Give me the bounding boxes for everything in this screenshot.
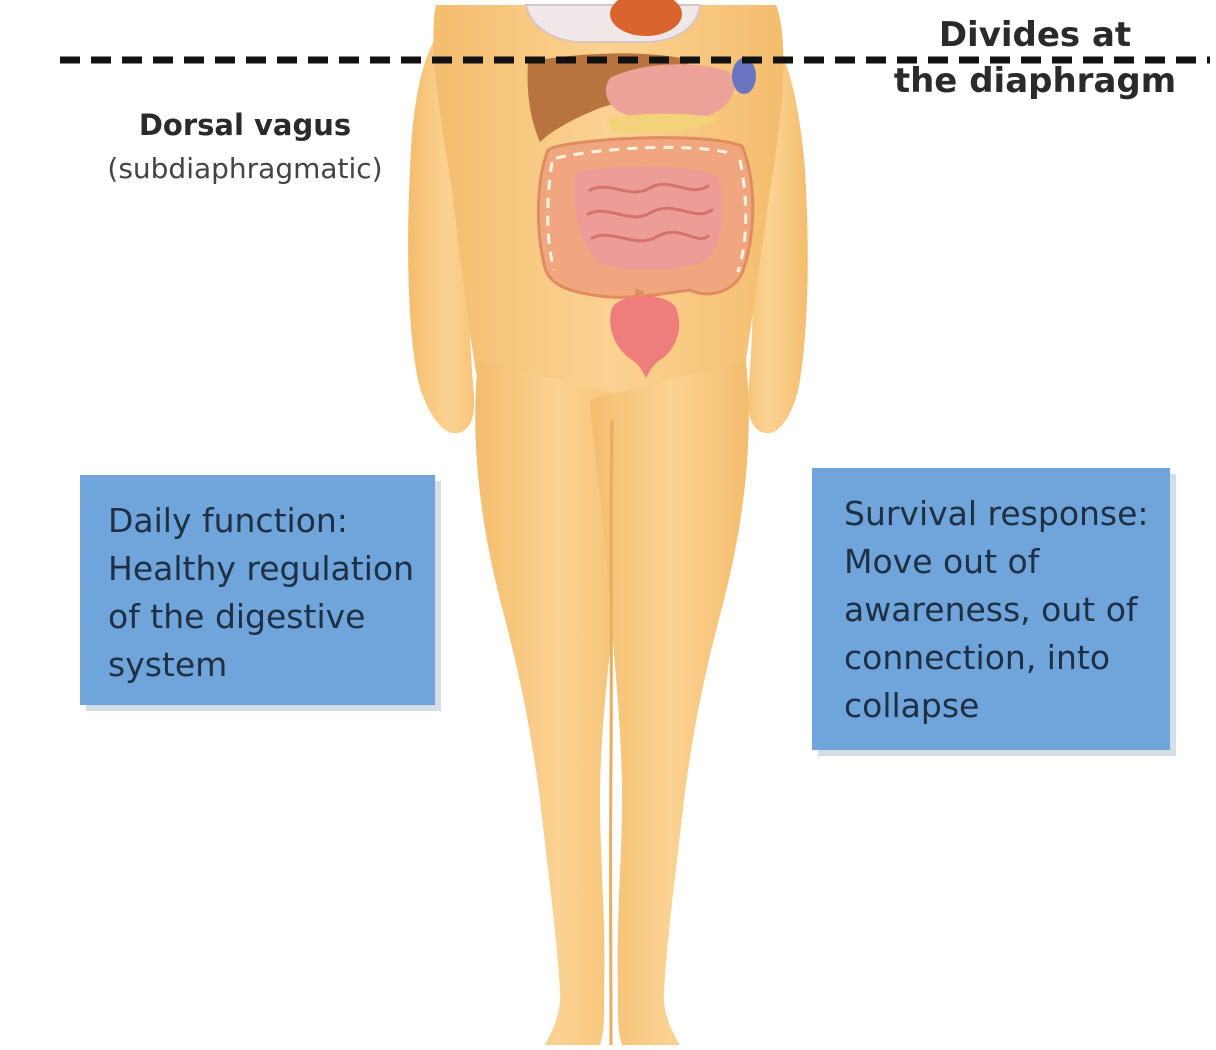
survival-response-line: Survival response: bbox=[844, 490, 1170, 538]
survival-response-box: Survival response: Move out of awareness… bbox=[812, 468, 1170, 750]
dorsal-vagus-title: Dorsal vagus bbox=[70, 108, 420, 143]
small-intestine bbox=[574, 166, 723, 269]
survival-response-line: Move out of bbox=[844, 538, 1170, 586]
diaphragm-label-line-1: Divides at bbox=[880, 12, 1190, 58]
daily-function-line: system bbox=[108, 641, 435, 689]
leg-gap bbox=[611, 420, 612, 1045]
daily-function-box: Daily function: Healthy regulation of th… bbox=[80, 475, 435, 705]
survival-response-line: collapse bbox=[844, 682, 1170, 730]
diaphragm-label-line-2: the diaphragm bbox=[880, 58, 1190, 104]
daily-function-line: Healthy regulation bbox=[108, 545, 435, 593]
survival-response-line: awareness, out of bbox=[844, 586, 1170, 634]
diaphragm-label: Divides at the diaphragm bbox=[880, 12, 1190, 104]
daily-function-line: of the digestive bbox=[108, 593, 435, 641]
daily-function-line: Daily function: bbox=[108, 497, 435, 545]
survival-response-line: connection, into bbox=[844, 634, 1170, 682]
right-leg bbox=[590, 360, 749, 1045]
stomach bbox=[606, 64, 734, 120]
dorsal-vagus-subtitle: (subdiaphragmatic) bbox=[70, 152, 420, 186]
